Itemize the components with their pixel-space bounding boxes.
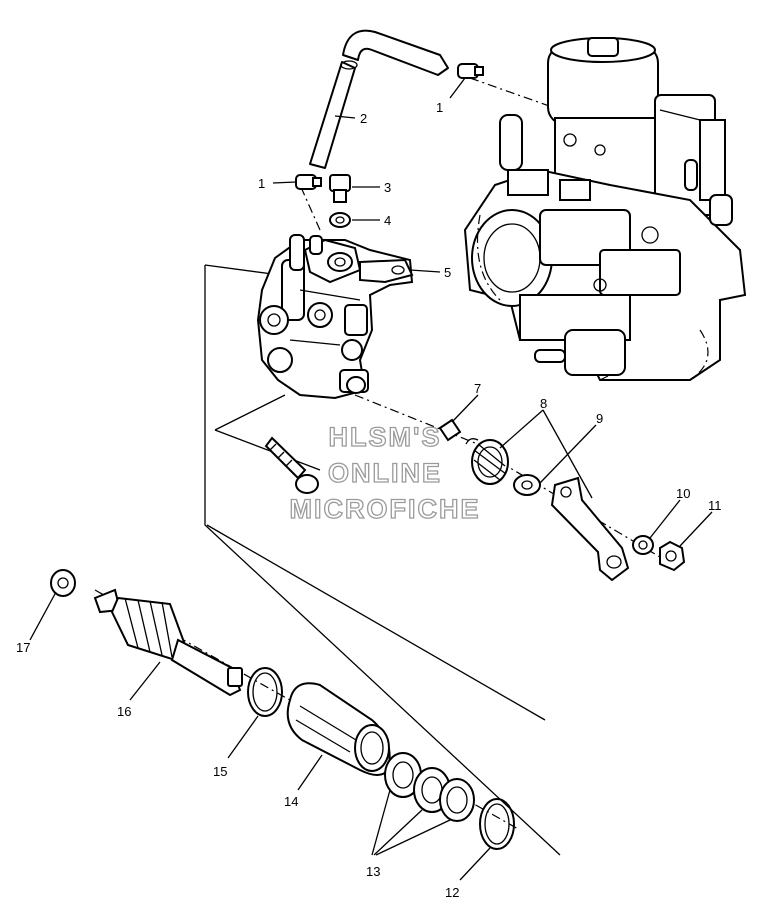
shaft-o-ring [247,667,283,717]
callout-10: 10 [676,486,690,501]
callout-5: 5 [444,265,451,280]
pump-shaft-key [438,418,462,442]
callout-8: 8 [540,396,547,411]
hose-clamp-top [457,63,484,79]
hose-clamp-left [295,174,322,190]
callout-15: 15 [213,764,227,779]
pump-drive-gear-shaft [93,588,243,697]
callout-17: 17 [16,640,30,655]
callout-13: 13 [366,864,380,879]
pump-mounting-bolt [264,436,319,494]
pump-control-lever [550,476,630,582]
assembly-frame [204,264,561,856]
housing-o-ring [479,798,515,850]
sealing-washer [329,212,351,228]
lever-washer-outer [632,535,654,555]
banjo-bolt [329,174,351,203]
shim-washers [384,752,475,822]
gear-housing-bushing [286,682,391,776]
callout-1-left: 1 [258,176,265,191]
carburetor-assembly [463,37,747,381]
callout-12: 12 [445,885,459,900]
lever-nut [659,540,686,572]
watermark-line-1: HLSM'S [329,422,442,452]
vent-hose [309,29,449,169]
watermark: HLSM'S ONLINE MICROFICHE [289,421,481,524]
callout-4: 4 [384,213,391,228]
callout-16: 16 [117,704,131,719]
watermark-line-3: MICROFICHE [290,494,481,524]
drive-shaft-washer [50,569,76,597]
callout-leaders [29,77,713,881]
callout-9: 9 [596,411,603,426]
callout-3: 3 [384,180,391,195]
callout-2: 2 [360,111,367,126]
callout-11: 11 [708,498,722,513]
oil-pump-body [256,234,414,400]
callout-14: 14 [284,794,298,809]
callout-labels: 1 2 1 3 4 5 7 8 9 10 11 17 16 15 14 13 1… [16,100,722,900]
return-spring [465,438,509,485]
watermark-line-2: ONLINE [328,458,442,488]
lever-washer [513,474,541,496]
callout-7: 7 [474,381,481,396]
callout-1-top: 1 [436,100,443,115]
